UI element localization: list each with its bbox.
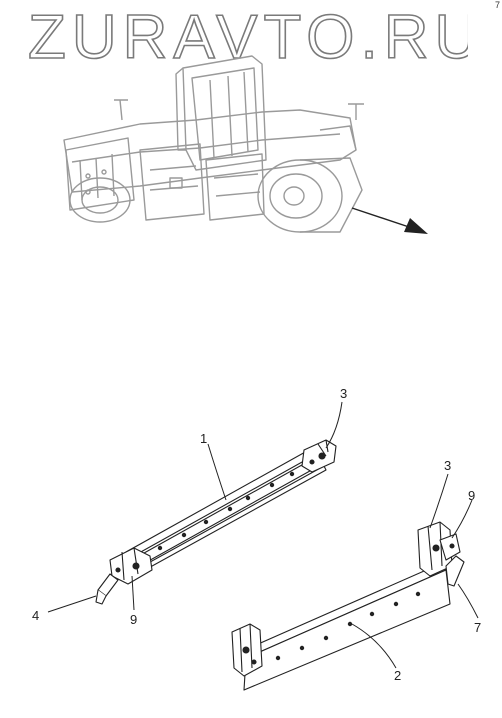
callout-labels: 1 3 4 9 3 9 7 2 [32, 386, 481, 683]
leader-4 [47, 595, 97, 613]
part-2-end-bracket [231, 623, 263, 677]
callout-9-left: 9 [130, 612, 137, 627]
part-1-bar [125, 445, 327, 577]
leader-lines [47, 401, 479, 669]
callout-1: 1 [200, 431, 207, 446]
callout-2: 2 [394, 668, 401, 683]
leader-2 [351, 623, 397, 669]
callout-7: 7 [474, 620, 481, 635]
callout-9-right: 9 [468, 488, 475, 503]
part-2-bar [239, 563, 451, 691]
leader-9-left [131, 575, 135, 611]
leader-1 [207, 443, 227, 501]
leader-9-right [451, 499, 473, 539]
part-7-pin [445, 555, 465, 587]
leader-3-lower [429, 473, 449, 529]
machine-illustration [63, 55, 364, 233]
watermark-text: ZURAVTO.RU [28, 4, 468, 68]
part-9-bracket-left [109, 547, 153, 585]
callout-4: 4 [32, 608, 39, 623]
callout-3-lower: 3 [444, 458, 451, 473]
watermark-logo: ZURAVTO.RU [28, 4, 468, 68]
part-3-bracket-upper [301, 439, 337, 473]
leader-3-upper [325, 401, 343, 449]
corner-mark: 7 [494, 0, 500, 10]
direction-arrow [351, 207, 428, 234]
part-4-pin [95, 573, 119, 605]
callout-3-upper: 3 [340, 386, 347, 401]
leader-7 [457, 583, 479, 619]
part-9-bracket-right [439, 533, 461, 561]
